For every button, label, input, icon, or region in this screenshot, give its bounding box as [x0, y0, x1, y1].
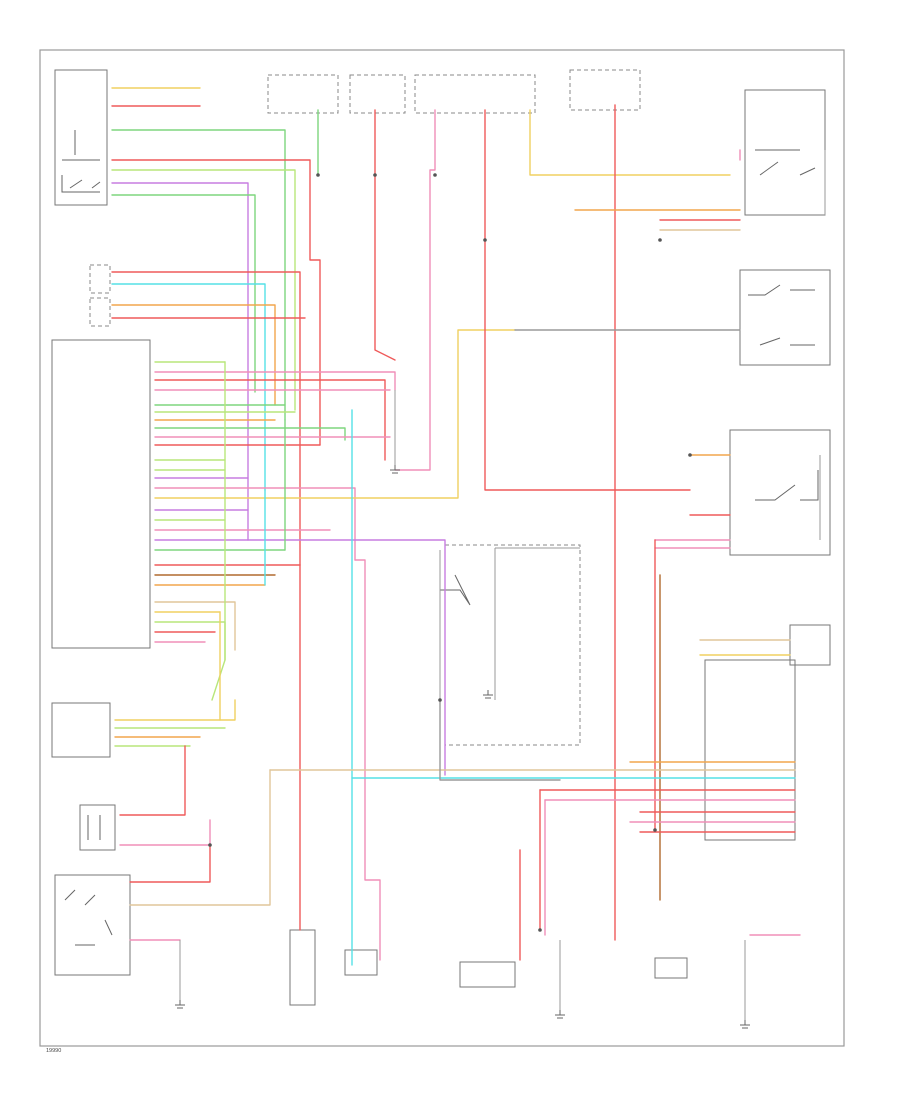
right-relay-box: [729, 429, 831, 556]
right-lower-module-box: [704, 659, 796, 841]
wire-red-range: [111, 159, 321, 446]
center-module-box: [444, 544, 581, 746]
wire-ll-pink-relay: [119, 819, 211, 846]
wire-top-red-fuse3b: [484, 109, 691, 491]
wire-violet-range: [111, 182, 249, 541]
ignition-switch-contacts: [64, 889, 113, 946]
gem-module-box: [51, 339, 151, 649]
wire-gem-yellow-1: [154, 329, 516, 499]
ground-symbols: [175, 465, 750, 1029]
wire-gem-tan-1: [154, 601, 236, 651]
splice-10: [438, 698, 442, 702]
wire-ll-red-vert: [119, 745, 186, 816]
wire-vert-pink-355: [354, 559, 381, 961]
bottom-component-1: [289, 929, 316, 1006]
footer-code: 19990: [46, 1048, 61, 1054]
wire-ll-yellow: [114, 699, 236, 721]
fuse-box-4: [569, 69, 641, 111]
splice-7: [538, 928, 542, 932]
switch-symbols: [61, 130, 819, 946]
wire-green-range: [111, 194, 256, 393]
splice-3: [433, 173, 437, 177]
wire-gem-pink-1: [154, 371, 396, 391]
ignition-switch-box: [54, 874, 131, 976]
range-sensor-contact: [62, 130, 100, 161]
wire-ll-tan-ign: [129, 769, 271, 906]
splice-points: [208, 173, 692, 932]
bottom-component-3: [459, 961, 516, 988]
lower-left-module-box: [51, 702, 111, 758]
fuse-box-3: [414, 74, 536, 114]
splice-2: [373, 173, 377, 177]
right-module-relay: [748, 284, 815, 346]
center-relay-switch: [440, 574, 471, 606]
ground-symbol-5: [483, 690, 493, 699]
splice-6: [688, 453, 692, 457]
fuse-box-1: [267, 74, 339, 114]
lower-left-relay-coil: [87, 815, 101, 840]
top-right-switch: [755, 149, 816, 176]
diagram-border: [39, 49, 845, 1047]
wire-cyan-conn1: [111, 283, 266, 491]
wire-top-red-fuse2: [374, 109, 396, 361]
wire-low-gray-440: [439, 699, 561, 781]
wire-vert-lightgreen: [211, 361, 226, 701]
splice-8: [208, 843, 212, 847]
ground-symbol-3: [555, 1010, 565, 1019]
right-relay-contact: [755, 470, 819, 501]
fuse-box-2: [349, 74, 406, 114]
wire-gem-green-2: [154, 427, 346, 441]
splice-4: [483, 238, 487, 242]
wire-gem-red-1: [154, 379, 386, 461]
splice-9: [653, 828, 657, 832]
ground-symbol-4: [740, 1020, 750, 1029]
component-outlines: [51, 69, 831, 1006]
wire-gem-lightgreen-6: [154, 621, 226, 661]
ground-symbol-1: [390, 465, 400, 474]
range-sensor-switch: [61, 175, 101, 193]
wire-gem-pink-4: [154, 487, 356, 561]
bottom-component-4: [654, 957, 688, 979]
right-middle-module-box: [739, 269, 831, 366]
lower-left-relay-box: [79, 804, 116, 851]
left-connector-2: [89, 297, 111, 327]
left-connector-1: [89, 264, 111, 294]
wire-lightgreen-range: [111, 169, 296, 411]
splice-5: [658, 238, 662, 242]
gray-connections: [179, 150, 826, 1020]
ground-symbol-2: [175, 1000, 185, 1009]
wire-top-pink-fuse3: [394, 109, 436, 471]
top-right-switch-box: [744, 89, 826, 216]
wire-gem-violet-3: [154, 539, 446, 776]
wire-ll-red-ign: [129, 844, 211, 883]
right-small-connector: [789, 624, 831, 666]
splice-1: [316, 173, 320, 177]
bottom-component-2: [344, 949, 378, 976]
wire-red-conn1: [111, 271, 301, 566]
wire-green-top: [111, 129, 286, 421]
range-sensor-box: [54, 69, 108, 206]
wire-top-yellow-fuse4: [529, 109, 731, 176]
wires: [111, 87, 801, 966]
